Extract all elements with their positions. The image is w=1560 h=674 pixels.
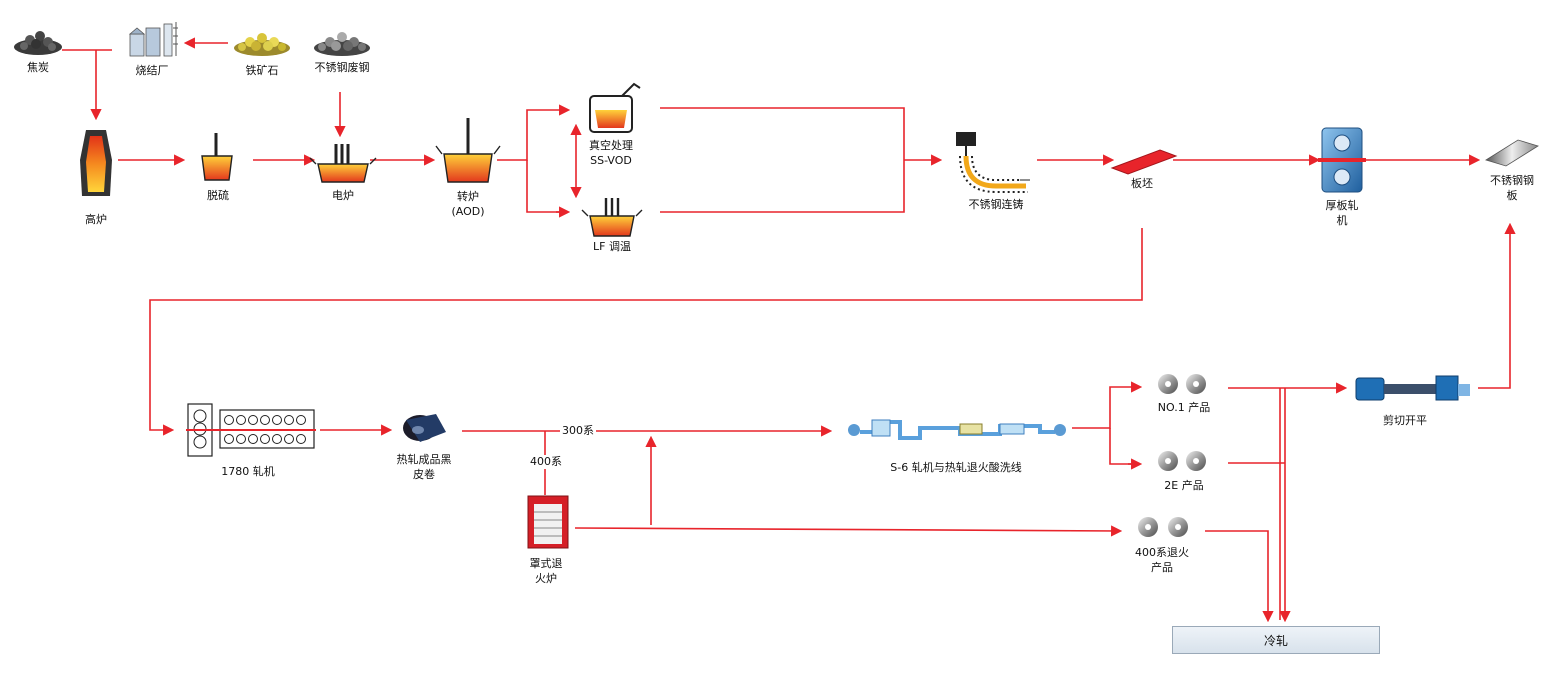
stainless-scrap-label: 不锈钢废钢 xyxy=(314,61,370,74)
electric-furnace-label: 电炉 xyxy=(332,189,354,202)
shear-level-label: 剪切开平 xyxy=(1383,414,1427,427)
electric-furnace-icon xyxy=(309,144,377,183)
stainless-plate-label: 不锈钢钢 板 xyxy=(1490,173,1534,203)
bell-annealing-furnace-icon xyxy=(527,495,569,549)
2e-coils-icon xyxy=(1158,451,1206,471)
stainless-scrap-icon xyxy=(314,32,370,56)
black-coil-line1: 热轧成品黑 xyxy=(396,453,452,466)
lf-ladle-icon xyxy=(581,198,643,237)
no1-product-label: NO.1 产品 xyxy=(1157,401,1211,414)
arrow-pickling-split xyxy=(1072,381,1143,429)
cold-rolling-label: 冷轧 xyxy=(1263,633,1288,648)
bell-annealing-line2: 火炉 xyxy=(535,572,557,585)
series-300-label: 300系 xyxy=(560,424,596,438)
400-annealed-coils-icon xyxy=(1138,517,1188,537)
arrow-aod-lf xyxy=(526,160,568,213)
continuous-caster-icon xyxy=(956,132,1030,193)
plate-mill-icon xyxy=(1318,127,1366,193)
lf-refining-label: LF 调温 xyxy=(593,240,631,253)
pickling-line-label: S-6 轧机与热轧退火酸洗线 xyxy=(890,461,1022,474)
arrow-aod-split xyxy=(497,104,571,161)
black-coil-label: 热轧成品黑 皮卷 xyxy=(397,452,452,482)
blast-furnace-label: 高炉 xyxy=(85,213,107,226)
vacuum-treatment-line2: SS-VOD xyxy=(590,154,632,167)
plate-mill-line1: 厚板轧 xyxy=(1325,199,1359,212)
desulfurization-label: 脱硫 xyxy=(207,189,229,202)
sinter-plant-icon xyxy=(128,22,178,57)
no1-coils-icon xyxy=(1158,374,1206,394)
converter-icon xyxy=(435,118,501,183)
arrow-2e-cold xyxy=(1228,388,1285,620)
arrow-bell-400ann xyxy=(574,525,1123,537)
iron-ore-icon xyxy=(234,33,290,56)
arrow-400-cold xyxy=(1205,530,1274,623)
400-annealed-line2: 产品 xyxy=(1151,561,1173,574)
hot-mill-label: 1780 轧机 xyxy=(221,465,275,478)
slab-icon xyxy=(1110,149,1178,175)
sinter-plant-label: 烧结厂 xyxy=(135,64,169,77)
2e-product-label: 2E 产品 xyxy=(1164,479,1204,492)
blast-furnace-icon xyxy=(80,130,112,196)
pickling-line-icon xyxy=(848,419,1066,440)
series-400-label: 400系 xyxy=(528,455,564,469)
continuous-casting-label: 不锈钢连铸 xyxy=(968,198,1024,211)
line-slab-to-hotmill xyxy=(149,228,1143,436)
hot-mill-stands xyxy=(224,415,306,444)
bell-annealing-line1: 罩式退 xyxy=(529,557,563,570)
coke-label: 焦炭 xyxy=(27,61,49,74)
coke-pile-icon xyxy=(14,31,62,55)
shear-leveler-icon xyxy=(1355,375,1470,401)
stainless-plate-icon xyxy=(1485,139,1539,167)
stainless-plate-line1: 不锈钢钢 xyxy=(1490,174,1534,187)
converter-label-line2: (AOD) xyxy=(451,205,485,218)
cold-rolling-box: 冷轧 xyxy=(1172,626,1380,654)
converter-label-line1: 转炉 xyxy=(456,190,479,203)
flow-arrows xyxy=(62,37,1516,623)
400-annealed-line1: 400系退火 xyxy=(1135,546,1189,559)
black-coil-icon xyxy=(403,414,446,442)
arrow-pickling-2e xyxy=(1109,428,1140,465)
arrow-shear-plate xyxy=(1478,222,1516,389)
iron-ore-label: 铁矿石 xyxy=(245,64,279,77)
desulfurization-ladle-icon xyxy=(201,133,233,181)
black-coil-line2: 皮卷 xyxy=(413,468,435,481)
vacuum-treatment-line1: 真空处理 xyxy=(589,139,633,152)
vacuum-treatment-label: 真空处理 SS-VOD xyxy=(589,138,633,168)
stainless-plate-line2: 板 xyxy=(1506,189,1518,202)
vacuum-vessel-icon xyxy=(589,82,641,133)
plate-mill-label: 厚板轧 机 xyxy=(1326,198,1359,228)
400-annealed-label: 400系退火 产品 xyxy=(1135,545,1189,575)
plate-mill-line2: 机 xyxy=(1336,214,1348,227)
slab-label: 板坯 xyxy=(1131,177,1153,190)
bell-annealing-label: 罩式退 火炉 xyxy=(530,556,563,586)
converter-label: 转炉 (AOD) xyxy=(451,189,484,219)
line-vod-cc xyxy=(660,107,905,213)
